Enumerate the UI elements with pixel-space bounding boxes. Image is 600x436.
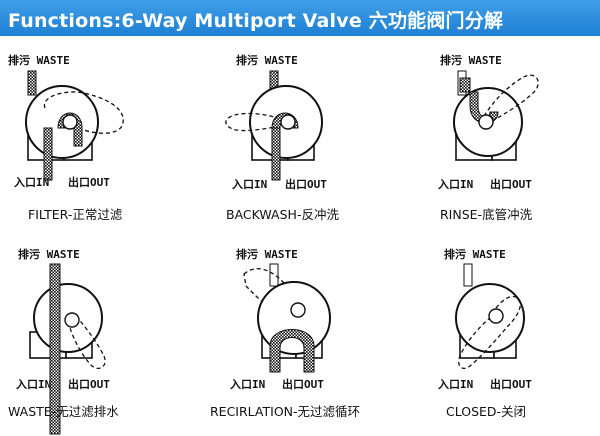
flow-pipe-in xyxy=(43,127,53,181)
flow-pipe-in xyxy=(271,127,281,181)
inlet-label: 入口IN xyxy=(438,378,473,391)
caption-closed: CLOSED-关闭 xyxy=(446,404,526,419)
valve-shaft xyxy=(290,302,306,318)
waste-label: 排污 WASTE xyxy=(18,247,80,261)
panel-waste: 排污 WASTE 入口IN 出口OUT WASTE-无过滤排水 xyxy=(8,247,119,435)
valve-shaft xyxy=(62,114,78,130)
flow-pipe-overlay xyxy=(49,263,61,435)
outlet-label: 出口OUT xyxy=(282,377,324,391)
handle-outline xyxy=(483,74,539,121)
panel-closed: 排污 WASTE 入口IN 出口OUT CLOSED-关闭 xyxy=(438,247,532,419)
outlet-label: 出口OUT xyxy=(490,377,532,391)
valve-shaft xyxy=(478,114,494,130)
handle-outline xyxy=(69,315,106,370)
caption-waste: WASTE-无过滤排水 xyxy=(8,404,119,419)
caption-recirculation: RECIRLATION-无过滤循环 xyxy=(210,404,360,419)
valve-shaft xyxy=(64,312,80,328)
waste-pipe xyxy=(463,263,473,287)
flow-u xyxy=(459,77,499,124)
handle-outline xyxy=(458,295,522,370)
flow-u xyxy=(269,329,315,373)
outlet-label: 出口OUT xyxy=(285,177,327,191)
waste-label: 排污 WASTE xyxy=(236,247,298,261)
caption-rinse: RINSE-底管冲洗 xyxy=(440,207,533,222)
panel-rinse: 排污 WASTE 入口IN 出口OUT RINSE-底管冲洗 xyxy=(438,53,539,222)
panel-backwash: 排污 WASTE 入口IN 出口OUT BACKWASH-反冲洗 xyxy=(225,53,339,222)
outlet-label: 出口OUT xyxy=(68,175,110,189)
inlet-label: 入口IN xyxy=(232,178,267,191)
valve-shaft xyxy=(488,308,504,324)
handle-outline xyxy=(225,112,283,132)
inlet-label: 入口IN xyxy=(230,378,265,391)
waste-label: 排污 WASTE xyxy=(440,53,502,67)
outlet-label: 出口OUT xyxy=(490,177,532,191)
page-title: Functions:6-Way Multiport Valve 六功能阀门分解 xyxy=(8,10,504,32)
valve-shaft xyxy=(280,114,296,130)
inlet-label: 入口IN xyxy=(438,178,473,191)
caption-backwash: BACKWASH-反冲洗 xyxy=(226,207,339,222)
inlet-label: 入口IN xyxy=(16,378,51,391)
valve-diagram: 排污 WASTE 入口IN 出口OUT FILTER-正常过滤 排污 WASTE… xyxy=(8,53,539,435)
panel-recirculation: 排污 WASTE 入口IN 出口OUT RECIRLATION-无过滤循环 xyxy=(210,247,360,419)
caption-filter: FILTER-正常过滤 xyxy=(28,207,123,222)
title-banner: Functions:6-Way Multiport Valve 六功能阀门分解 xyxy=(0,0,600,36)
waste-pipe xyxy=(269,263,279,287)
inlet-label: 入口IN xyxy=(14,176,49,189)
waste-label: 排污 WASTE xyxy=(236,53,298,67)
valve-body xyxy=(257,281,331,355)
waste-label: 排污 WASTE xyxy=(444,247,506,261)
panel-filter: 排污 WASTE 入口IN 出口OUT FILTER-正常过滤 xyxy=(8,53,124,222)
waste-pipe xyxy=(27,70,37,96)
outlet-label: 出口OUT xyxy=(68,377,110,391)
waste-label: 排污 WASTE xyxy=(8,53,70,67)
